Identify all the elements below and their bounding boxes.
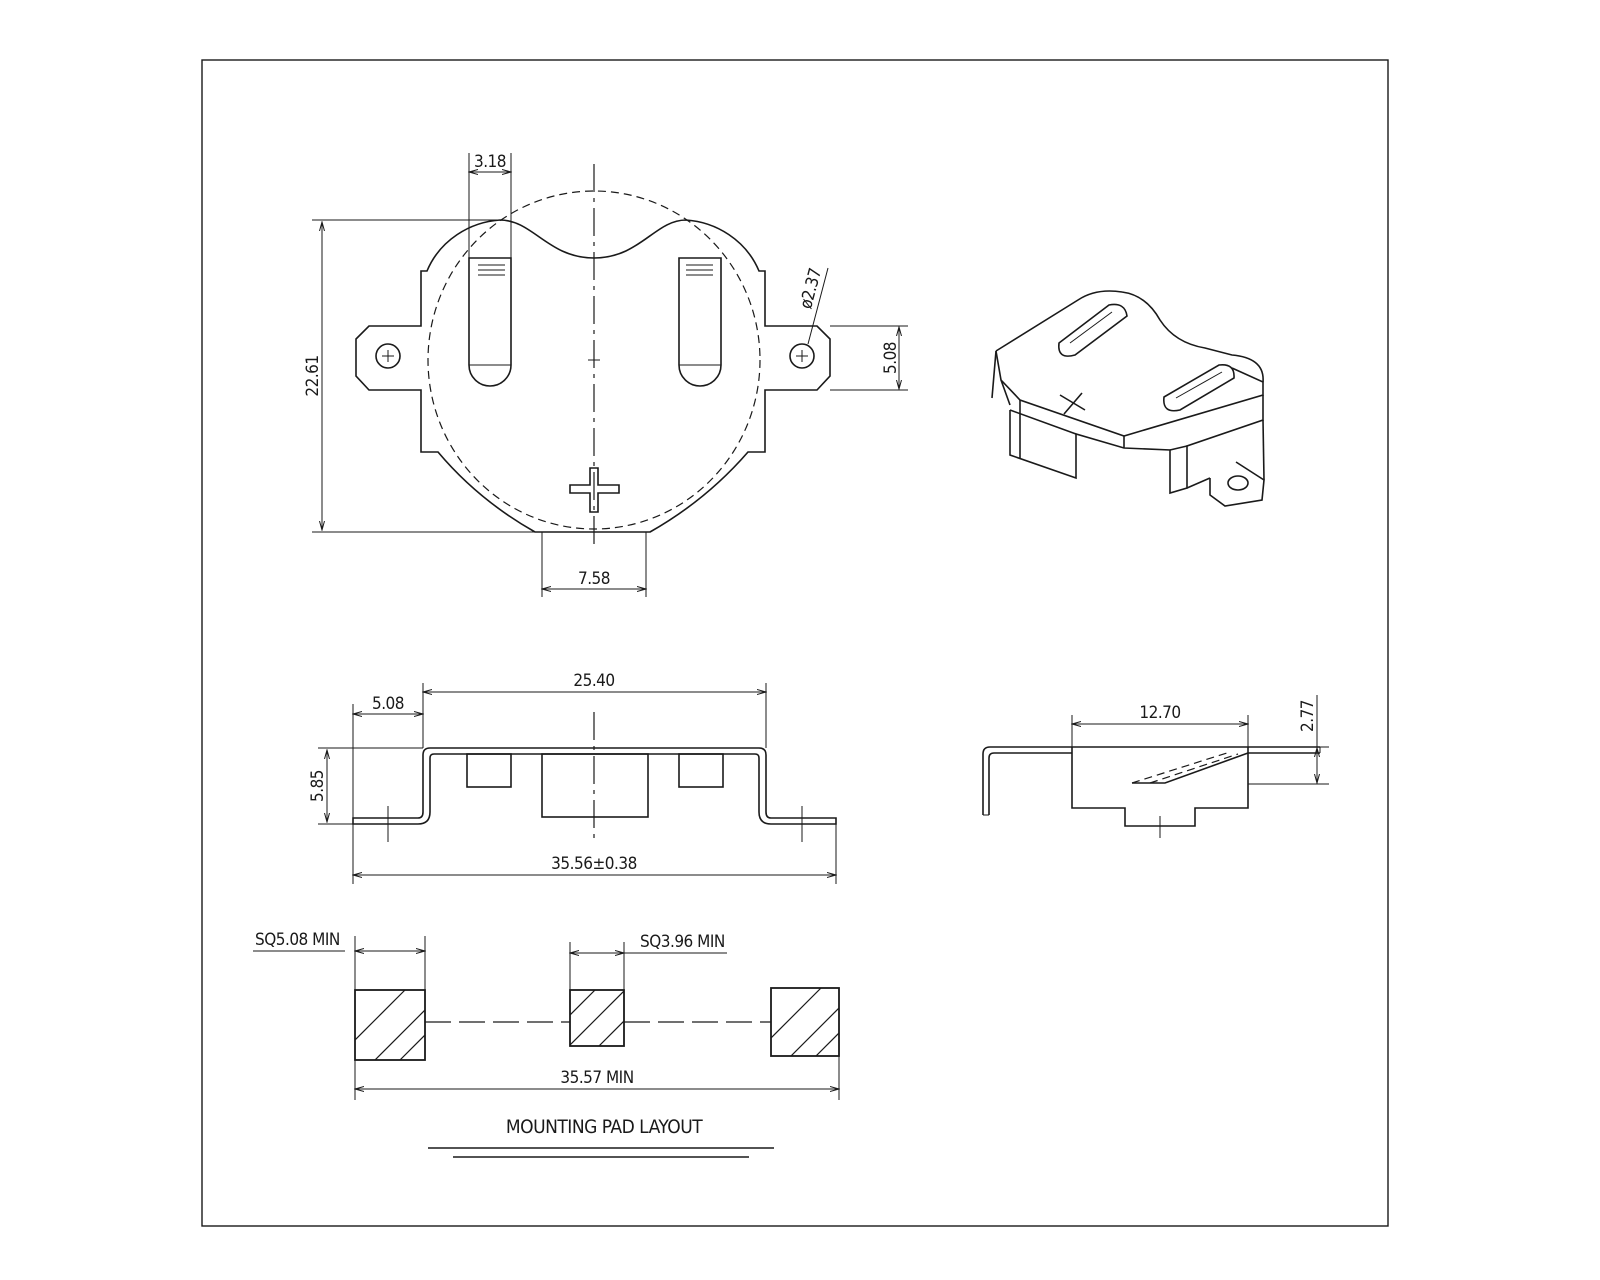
dim-tab-height: 5.08	[881, 342, 901, 374]
center-pad-label: SQ3.96 MIN	[640, 932, 725, 952]
left-contact-slot	[468, 257, 512, 387]
dim-side-length: 12.70	[1139, 703, 1180, 723]
right-contact-slot	[678, 257, 722, 387]
plus-polarity-mark	[569, 467, 620, 513]
pad-layout-title: MOUNTING PAD LAYOUT	[506, 1116, 703, 1138]
front-view: 25.40 5.08 5.85 35.56±0.38	[308, 671, 836, 884]
left-mounting-hole	[375, 343, 401, 369]
isometric-view	[991, 290, 1265, 507]
dim-overall-height: 22.61	[303, 355, 323, 396]
top-view: 3.18 22.61 ø2.37 5.08 7.58	[303, 152, 908, 597]
top-view-outline	[355, 219, 831, 533]
mounting-pad-layout: SQ5.08 MIN SQ3.96 MIN 35.57 MIN MOUNTING…	[253, 930, 869, 1158]
right-pad	[770, 987, 840, 1057]
dim-tab-width: 3.18	[474, 152, 506, 172]
dim-body-height: 5.85	[308, 770, 328, 802]
dim-bottom-tab-width: 7.58	[578, 569, 610, 589]
dim-side-offset: 5.08	[372, 694, 404, 714]
center-pad	[569, 989, 625, 1047]
left-pad	[354, 989, 426, 1061]
dim-hole-diameter: ø2.37	[796, 266, 826, 311]
dim-pin-pitch: 25.40	[573, 671, 614, 691]
right-mounting-hole	[789, 343, 815, 369]
sheet-frame	[201, 59, 1389, 1227]
outer-pad-label: SQ5.08 MIN	[255, 930, 340, 950]
dim-side-thickness: 2.77	[1298, 700, 1318, 732]
dim-overall-length: 35.56±0.38	[551, 854, 637, 874]
pad-span-label: 35.57 MIN	[560, 1068, 633, 1088]
side-view: 12.70 2.77	[982, 695, 1329, 838]
